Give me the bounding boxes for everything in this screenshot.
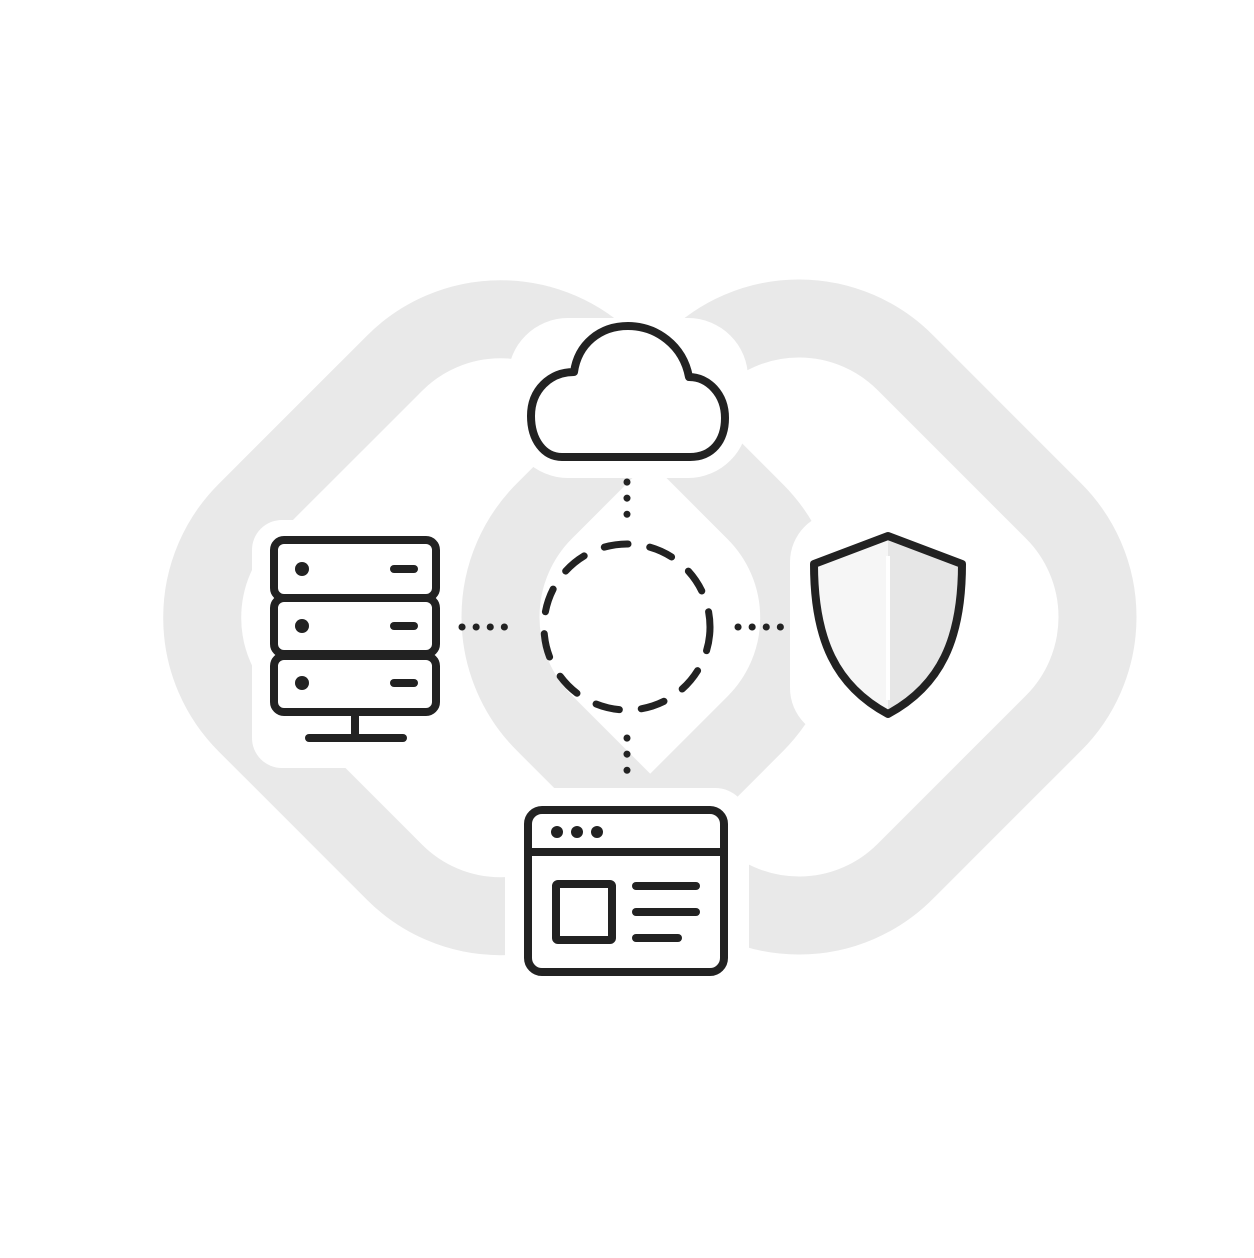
shield-outline [810,532,966,718]
server-halo [252,520,458,768]
shield-left-half [814,536,888,714]
shield-right-half [888,536,962,714]
dashed-circle-hub [540,540,714,714]
connectors [458,478,798,790]
browser-halo [505,788,749,994]
cloud-icon [527,322,729,461]
server-led-2 [295,619,309,633]
browser-dot-1 [551,826,563,838]
cloud-halo [508,318,748,478]
server-led-3 [295,676,309,690]
server-rack-icon [270,536,440,742]
browser-image-block [552,880,616,944]
cloud-outline [527,322,729,461]
shield-icon [810,532,966,718]
browser-frame [524,806,728,976]
browser-dot-2 [571,826,583,838]
server-led-1 [295,562,309,576]
browser-window-icon [524,806,728,976]
browser-dot-3 [591,826,603,838]
